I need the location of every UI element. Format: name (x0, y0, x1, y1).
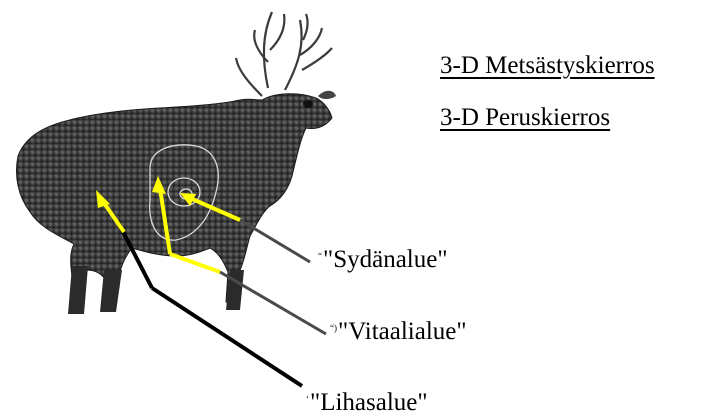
zone-label-text: "Vitaalialue" (338, 318, 467, 345)
zone-prefix: “ (318, 251, 322, 261)
link-metsastyskierros[interactable]: 3-D Metsästyskierros (440, 52, 655, 80)
zone-prefix: “) (330, 323, 337, 333)
zone-label-sydanalue: “"Sydänalue" (318, 246, 448, 274)
zone-prefix: ‘ (306, 394, 309, 404)
antlers (236, 12, 332, 96)
link-peruskierros[interactable]: 3-D Peruskierros (440, 104, 610, 132)
zone-label-lihasalue: ‘"Lihasalue" (306, 389, 428, 417)
zone-label-text: "Lihasalue" (310, 389, 428, 416)
deer-body (17, 94, 333, 304)
zone-label-vitaalialue: “)"Vitaalialue" (330, 318, 467, 346)
zone-label-text: "Sydänalue" (323, 246, 448, 273)
